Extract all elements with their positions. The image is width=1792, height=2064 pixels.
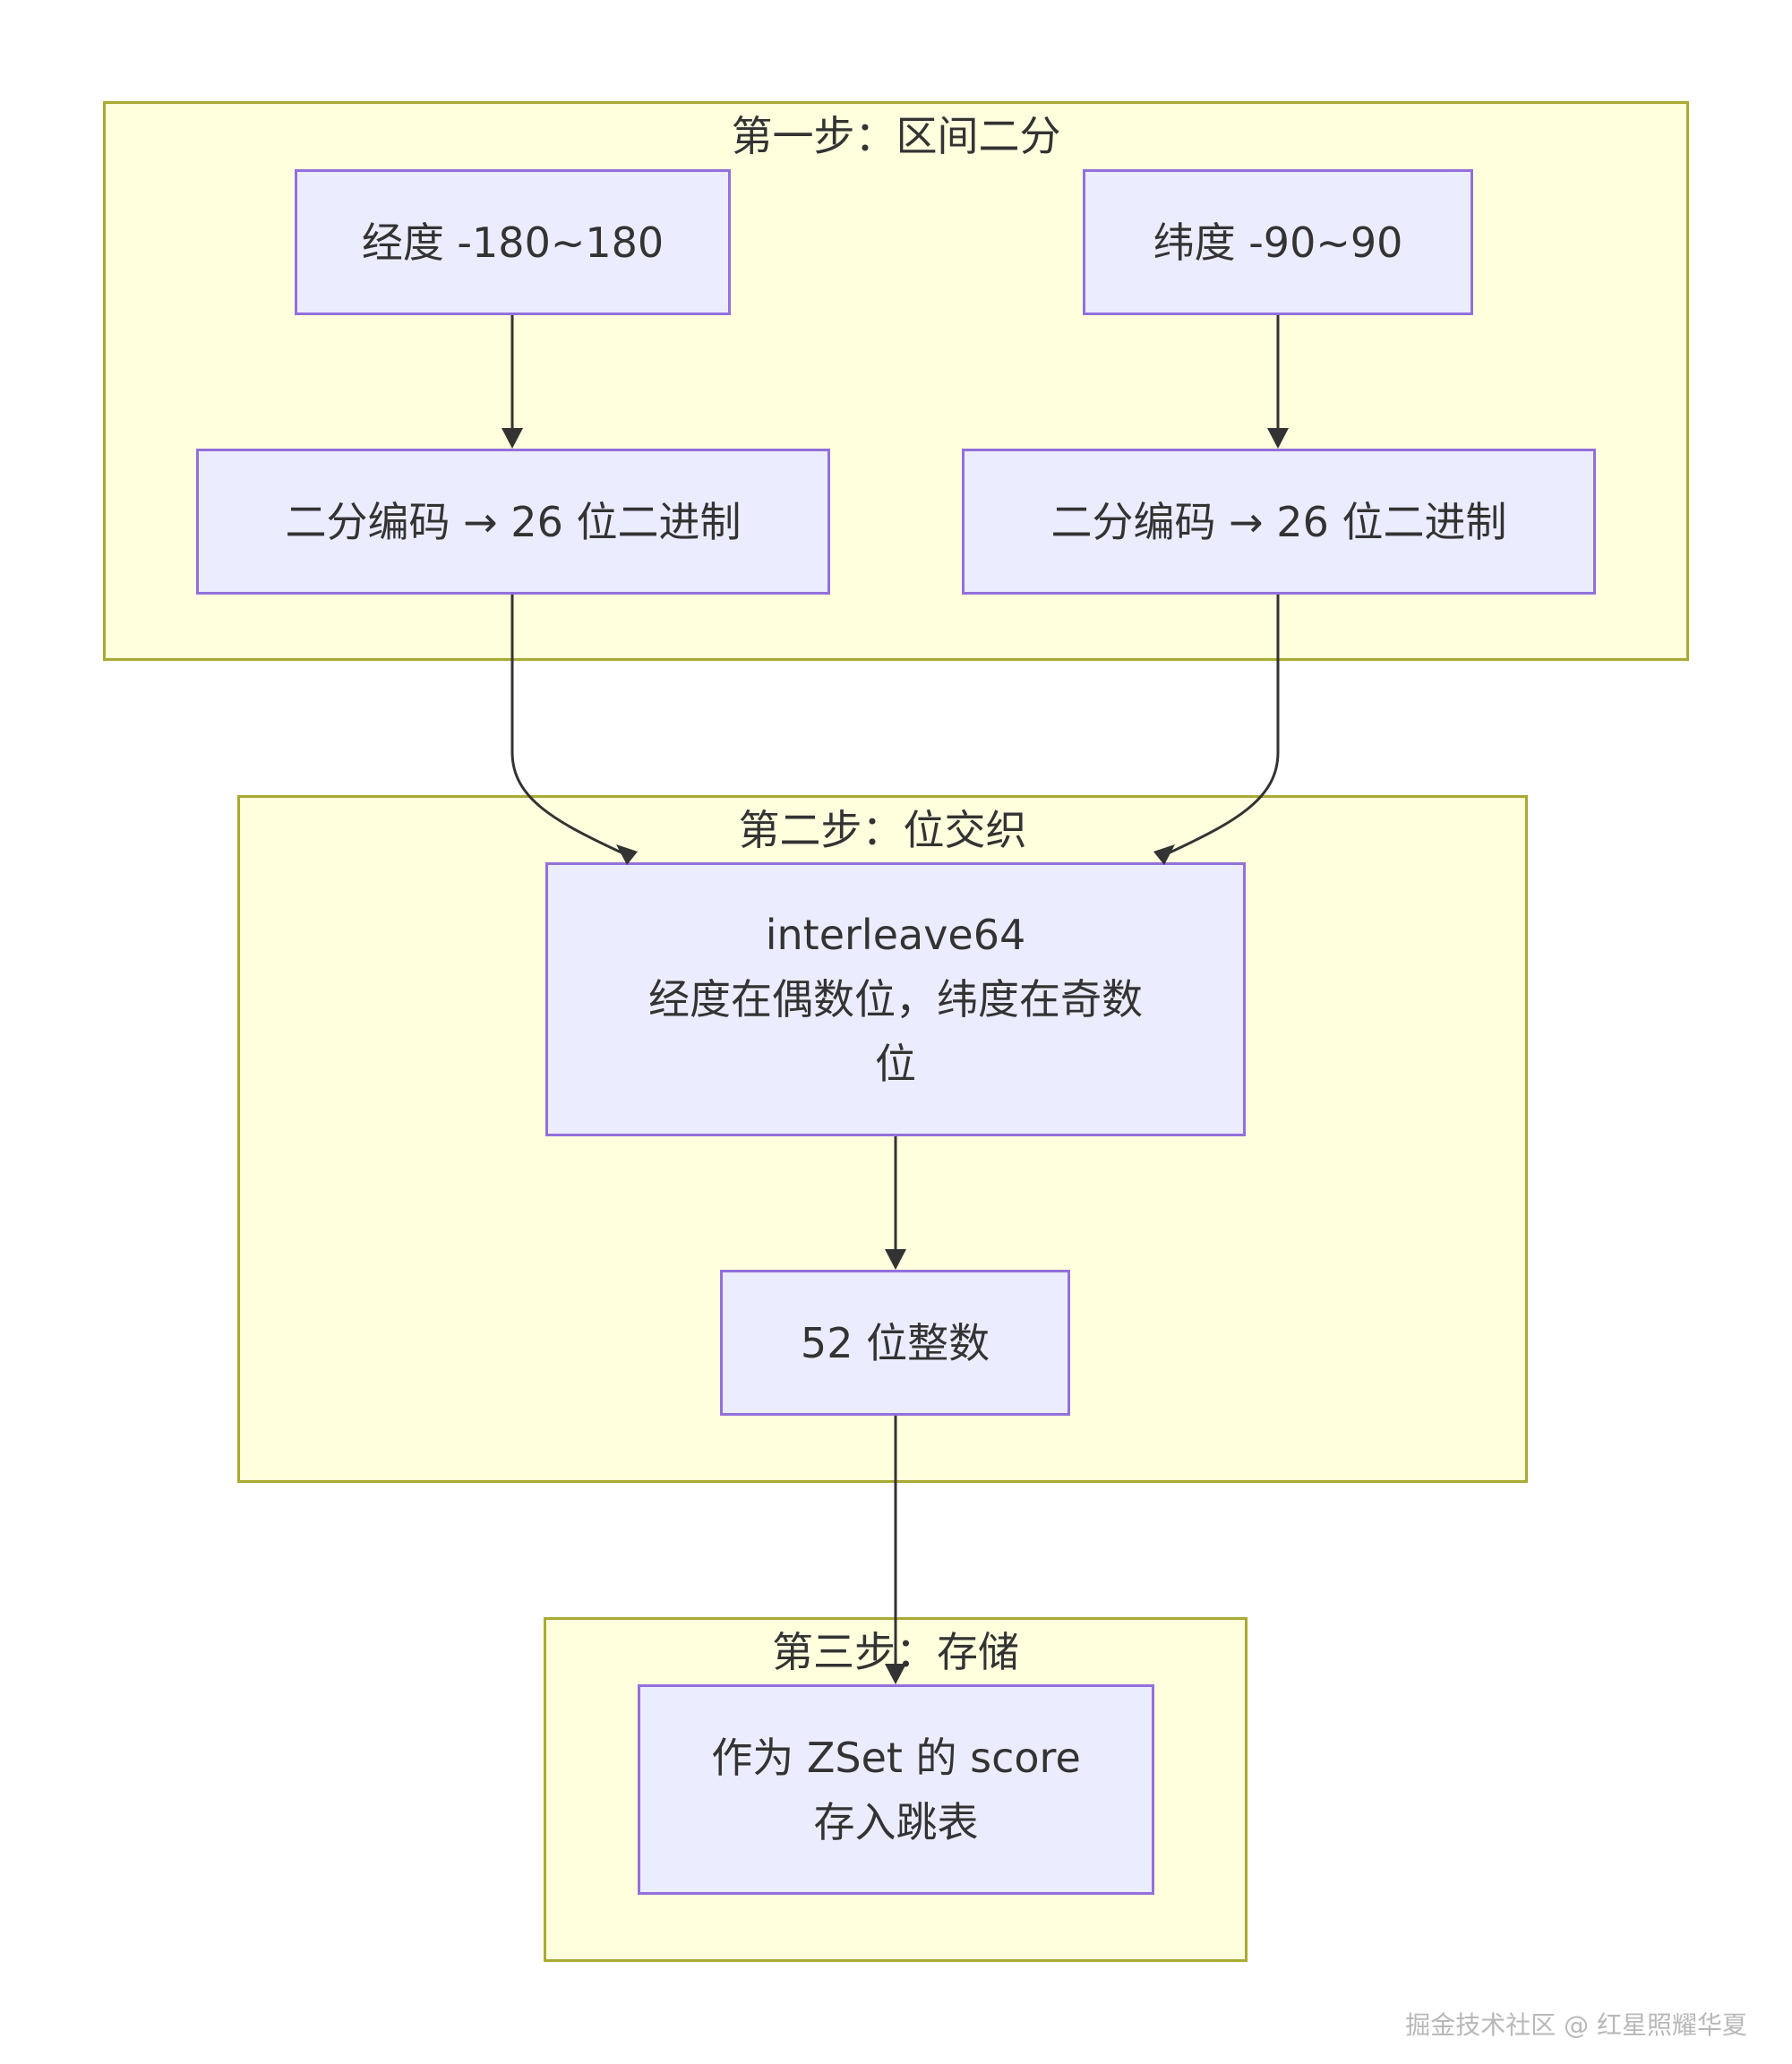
node-latitude: 纬度 -90~90 [1083,169,1473,315]
node-interleave: interleave64 经度在偶数位，纬度在奇数 位 [545,862,1246,1136]
node-encode-latitude-label: 二分编码 → 26 位二进制 [1050,497,1507,546]
node-longitude-label: 经度 -180~180 [361,218,664,267]
node-encode-latitude: 二分编码 → 26 位二进制 [962,449,1596,595]
node-52bit-integer-label: 52 位整数 [800,1318,990,1367]
node-encode-longitude: 二分编码 → 26 位二进制 [196,449,830,595]
node-52bit-integer: 52 位整数 [720,1270,1070,1416]
node-store-zset-label: 作为 ZSet 的 score 存入跳表 [711,1733,1081,1846]
cluster-step1-title: 第一步：区间二分 [731,112,1061,160]
node-interleave-label: interleave64 经度在偶数位，纬度在奇数 位 [648,911,1143,1088]
node-encode-longitude-label: 二分编码 → 26 位二进制 [285,497,742,546]
watermark: 掘金技术社区 @ 红星照耀华夏 [1405,2010,1747,2040]
node-store-zset: 作为 ZSet 的 score 存入跳表 [638,1684,1154,1895]
cluster-step3-title: 第三步：存储 [772,1628,1019,1676]
node-longitude: 经度 -180~180 [295,169,731,315]
node-latitude-label: 纬度 -90~90 [1153,218,1403,267]
cluster-step2-title: 第二步：位交织 [738,806,1027,854]
